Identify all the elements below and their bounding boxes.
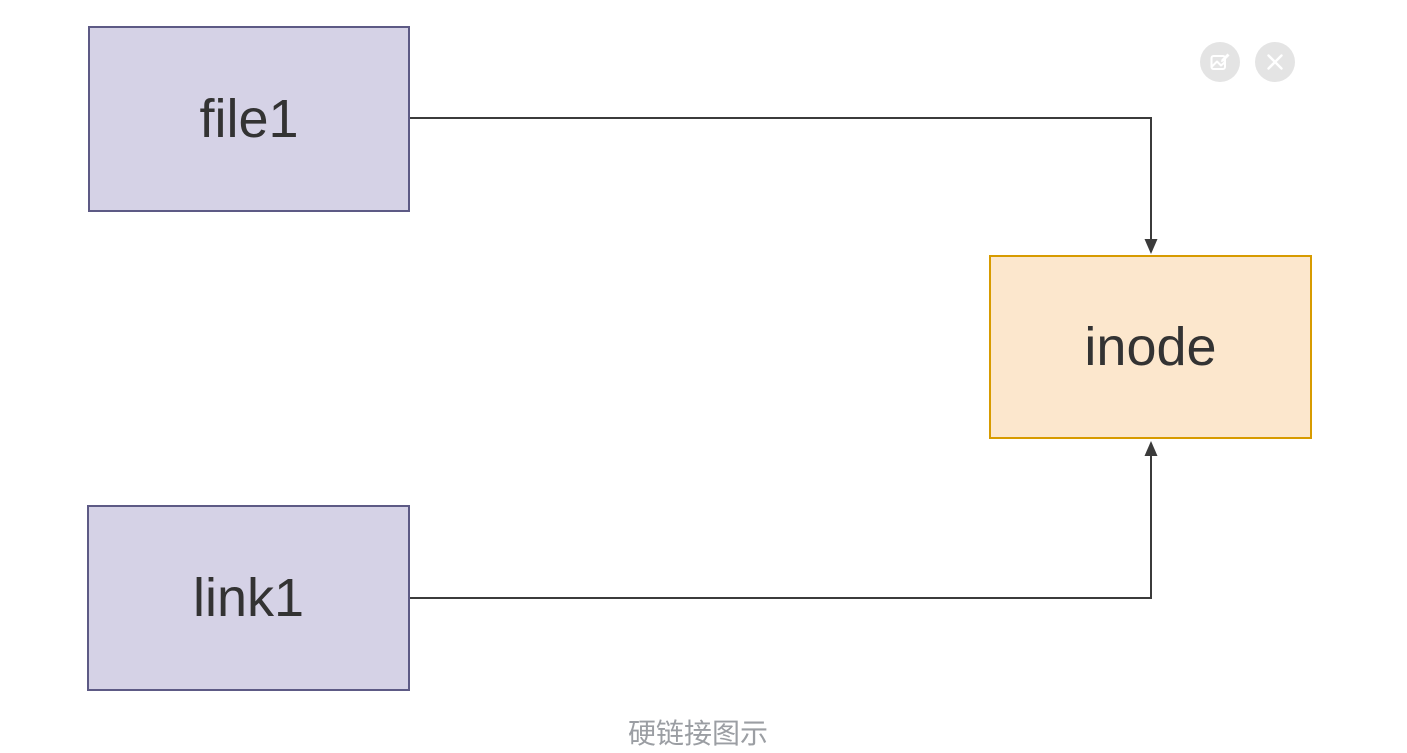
edge-link1-to-inode <box>410 441 1158 599</box>
arrowhead-down-icon <box>1144 239 1158 254</box>
node-link1-label: link1 <box>192 568 305 628</box>
node-inode: inode <box>989 255 1312 439</box>
edge-file1-to-inode <box>410 117 1158 254</box>
edit-image-button[interactable] <box>1200 42 1240 82</box>
image-caption: 硬链接图示 <box>627 718 768 749</box>
close-icon <box>1264 51 1286 73</box>
node-inode-label: inode <box>1084 317 1217 377</box>
node-file1: file1 <box>88 26 410 212</box>
node-link1: link1 <box>87 505 410 691</box>
image-controls <box>1200 42 1295 82</box>
node-file1-label: file1 <box>199 89 299 149</box>
close-image-button[interactable] <box>1255 42 1295 82</box>
arrowhead-up-icon <box>1144 441 1158 456</box>
edit-image-icon <box>1208 50 1232 74</box>
